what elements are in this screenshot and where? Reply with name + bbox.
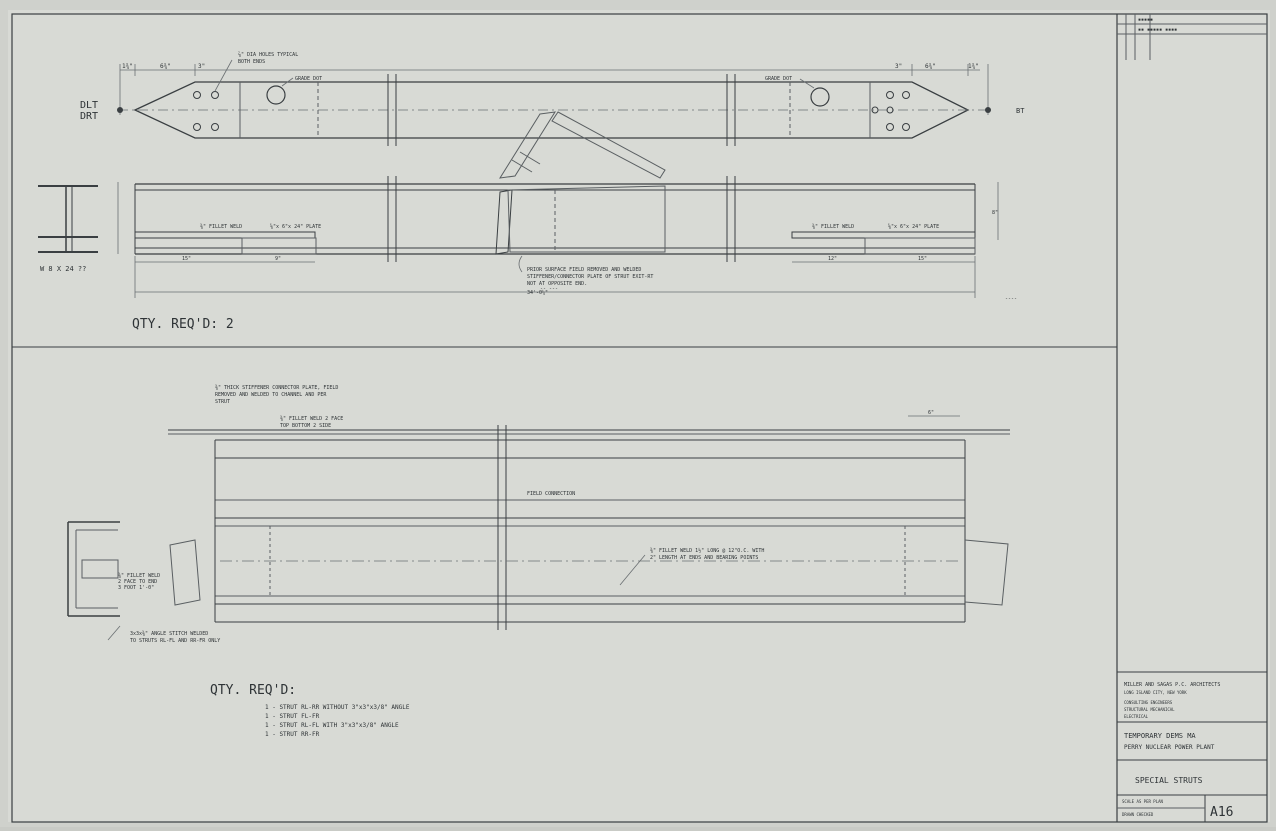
svg-text:6¾": 6¾"	[160, 63, 171, 70]
schedule-item-4: 1 - STRUT RR-FR	[265, 731, 320, 738]
svg-text:9": 9"	[275, 256, 281, 262]
svg-text:⅜" FILLET WELD 1½" LONG @ 12"O: ⅜" FILLET WELD 1½" LONG @ 12"O.C. WITH	[650, 547, 764, 554]
svg-text:CONSULTING ENGINEERS: CONSULTING ENGINEERS	[1124, 700, 1173, 705]
svg-text:STIFFENER/CONNECTOR PLATE OF S: STIFFENER/CONNECTOR PLATE OF STRUT EXIT-…	[527, 274, 653, 280]
svg-text:REMOVED AND WELDED TO CHANNEL: REMOVED AND WELDED TO CHANNEL AND PER	[215, 392, 327, 398]
svg-text:3x3x⅜" ANGLE STITCH WELDED: 3x3x⅜" ANGLE STITCH WELDED	[130, 630, 208, 637]
drawing-title: SPECIAL STRUTS	[1135, 776, 1203, 785]
svg-text:GRADE DOT: GRADE DOT	[295, 76, 322, 82]
svg-text:ELECTRICAL: ELECTRICAL	[1124, 714, 1149, 719]
schedule-item-1: 1 - STRUT RL-RR WITHOUT 3"x3"x3/8" ANGLE	[265, 704, 410, 711]
svg-text:3 FOOT 1'-0": 3 FOOT 1'-0"	[118, 585, 154, 591]
rotated-detail-sketch	[499, 111, 666, 179]
qty-required-lower: QTY. REQ'D:	[210, 683, 296, 698]
project-name: TEMPORARY DEMS MA	[1124, 732, 1196, 740]
label-bt: BT	[1016, 107, 1025, 115]
schedule-item-3: 1 - STRUT RL-FL WITH 3"x3"x3/8" ANGLE	[265, 722, 399, 729]
label-dlt: DLT	[80, 100, 98, 111]
svg-text:15": 15"	[182, 256, 191, 262]
svg-text:3": 3"	[198, 63, 205, 70]
svg-text:⅜" FILLET WELD 2 FACE: ⅜" FILLET WELD 2 FACE	[280, 415, 343, 422]
svg-text:▪▪▪▪▪: ▪▪▪▪▪	[1138, 17, 1153, 23]
strut-schedule: 1 - STRUT RL-RR WITHOUT 3"x3"x3/8" ANGLE…	[265, 704, 410, 738]
svg-text:⅞" DIA HOLES TYPICAL: ⅞" DIA HOLES TYPICAL	[238, 51, 298, 58]
upper-plan-view: 1¾" 6¾" 3" 6¾" 1¾" 3" ⅞" DIA HOLES TYPIC…	[117, 51, 991, 146]
svg-text:⅜" FILLET WELD: ⅜" FILLET WELD	[200, 223, 242, 230]
svg-text:STRUT: STRUT	[215, 399, 230, 405]
svg-text:8": 8"	[992, 210, 998, 216]
svg-text:FIELD CONNECTION: FIELD CONNECTION	[527, 491, 575, 497]
svg-text:SCALE AS PER PLAN: SCALE AS PER PLAN	[1122, 799, 1164, 804]
svg-text:6": 6"	[928, 410, 934, 416]
svg-text:⅜" THICK STIFFENER CONNECTOR P: ⅜" THICK STIFFENER CONNECTOR PLATE, FIEL…	[215, 384, 338, 391]
svg-text:3": 3"	[895, 63, 902, 70]
svg-text:⅝"x 6"x 24" PLATE: ⅝"x 6"x 24" PLATE	[888, 223, 939, 230]
svg-text:NOT AT OPPOSITE END.: NOT AT OPPOSITE END.	[527, 281, 587, 287]
svg-text:PRIOR SURFACE FIELD REMOVED AN: PRIOR SURFACE FIELD REMOVED AND WELDED	[527, 267, 641, 273]
svg-text:----: ----	[1005, 296, 1017, 302]
section-label: W 8 X 24 ??	[40, 265, 86, 273]
svg-text:DRAWN CHECKED: DRAWN CHECKED	[1122, 812, 1154, 817]
label-drt: DRT	[80, 111, 98, 122]
title-block: ▪▪▪▪▪ ▪▪ ▪▪▪▪▪ ▪▪▪▪ MILLER AND SAGAS P.C…	[1117, 14, 1267, 822]
paper	[8, 10, 1270, 822]
svg-text:TO STRUTS RL-FL AND RR-FR ONLY: TO STRUTS RL-FL AND RR-FR ONLY	[130, 638, 220, 644]
svg-text:1¾": 1¾"	[122, 63, 133, 70]
svg-text:▪▪ ▪▪▪▪▪ ▪▪▪▪: ▪▪ ▪▪▪▪▪ ▪▪▪▪	[1138, 27, 1177, 33]
lower-plan-view: ⅜" THICK STIFFENER CONNECTOR PLATE, FIEL…	[67, 384, 1010, 644]
svg-text:⅝"x 6"x 24" PLATE: ⅝"x 6"x 24" PLATE	[270, 223, 321, 230]
sheet-border	[11, 13, 1268, 823]
sheet-number: A16	[1210, 805, 1233, 820]
svg-text:⅜" FILLET WELD: ⅜" FILLET WELD	[118, 572, 160, 579]
svg-text:⅜" FILLET WELD: ⅜" FILLET WELD	[812, 223, 854, 230]
svg-text:STRUCTURAL MECHANICAL: STRUCTURAL MECHANICAL	[1124, 707, 1175, 712]
svg-text:1¾": 1¾"	[968, 63, 979, 70]
svg-text:34'-0¼": 34'-0¼"	[527, 290, 548, 296]
svg-text:6¾": 6¾"	[925, 63, 936, 70]
upper-elevation-view: ⅜" FILLET WELD ⅝"x 6"x 24" PLATE ⅜" FILL…	[38, 176, 1017, 302]
svg-text:GRADE DOT: GRADE DOT	[765, 76, 792, 82]
svg-text:LONG ISLAND CITY, NEW YORK: LONG ISLAND CITY, NEW YORK	[1124, 690, 1187, 695]
schedule-item-2: 1 - STRUT FL-FR	[265, 713, 320, 720]
svg-text:-- ---: -- ---	[540, 286, 558, 292]
firm-name: MILLER AND SAGAS P.C. ARCHITECTS	[1124, 682, 1220, 688]
svg-text:12": 12"	[828, 256, 837, 262]
project-subtitle: PERRY NUCLEAR POWER PLANT	[1124, 744, 1215, 751]
svg-text:TOP BOTTOM 2 SIDE: TOP BOTTOM 2 SIDE	[280, 423, 331, 429]
qty-required-upper: QTY. REQ'D: 2	[132, 317, 234, 332]
svg-text:2 FACE TO END: 2 FACE TO END	[118, 579, 157, 585]
svg-text:2" LENGTH AT ENDS AND BEARING: 2" LENGTH AT ENDS AND BEARING POINTS	[650, 555, 758, 561]
svg-text:BOTH ENDS: BOTH ENDS	[238, 59, 265, 65]
svg-text:15": 15"	[918, 256, 927, 262]
